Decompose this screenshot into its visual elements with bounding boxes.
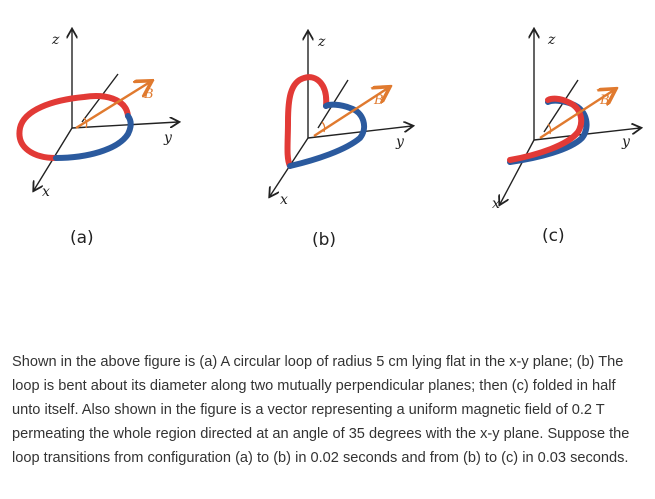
panel-b: B z y x (b) (270, 32, 412, 250)
axes-b (270, 32, 412, 196)
field-vector-b (313, 88, 388, 138)
panel-label-c: (c) (542, 226, 565, 246)
z-label-c: z (547, 32, 556, 48)
z-label-a: z (51, 32, 60, 48)
x-label-c: x (492, 196, 500, 212)
panel-label-a: (a) (70, 228, 94, 248)
field-label-c: B (599, 93, 610, 108)
loop-red-half-b (284, 74, 330, 169)
problem-statement: Shown in the above figure is (a) A circu… (12, 354, 630, 466)
panel-a: B z y x (a) (16, 30, 178, 248)
y-label-a: y (163, 130, 173, 146)
field-vector-c (539, 90, 614, 140)
angle-arc-c (547, 123, 552, 135)
panel-label-b: (b) (312, 230, 336, 250)
loop-configurations-figure: B z y x (a) B z y x (b) (16, 0, 655, 250)
angle-arc-b (321, 121, 326, 133)
loop-red-half-a (16, 93, 131, 161)
loop-red-half-c (507, 95, 585, 163)
x-label-a: x (42, 184, 50, 200)
z-label-b: z (317, 34, 326, 50)
x-label-b: x (280, 192, 288, 208)
field-label-a: B (143, 87, 154, 102)
field-vector-a (75, 82, 150, 130)
y-label-b: y (395, 134, 405, 150)
loop-blue-half-b (287, 101, 368, 169)
field-label-b: B (373, 93, 384, 108)
loop-blue-half-a (53, 113, 134, 161)
axes-c (500, 30, 640, 204)
panel-c: B z y x (c) (492, 30, 640, 246)
y-label-c: y (621, 134, 631, 150)
